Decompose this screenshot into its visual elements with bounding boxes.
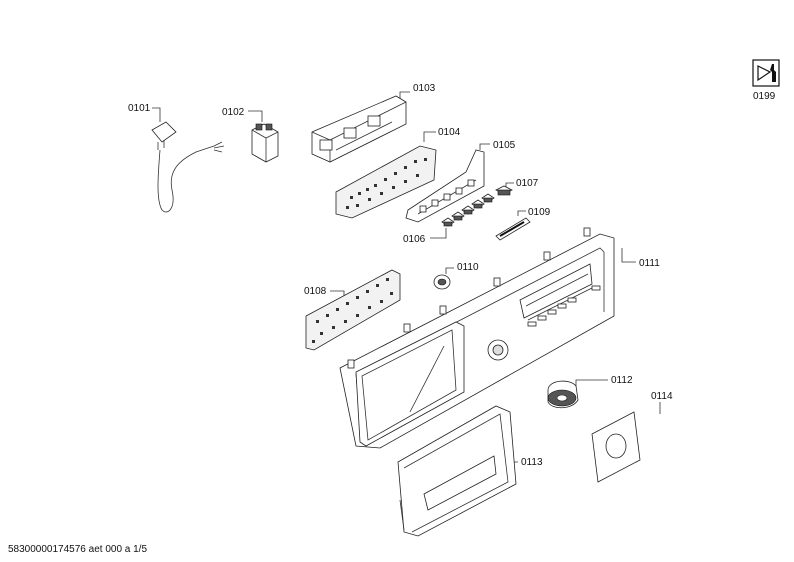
part-0103-module-housing — [311, 91, 410, 163]
label-0111: 0111 — [639, 258, 660, 269]
document-footer-id: 58300000174576 aet 000 a 1/5 — [8, 544, 148, 555]
label-0113: 0113 — [521, 457, 543, 468]
label-0112: 0112 — [611, 375, 633, 386]
part-0101-power-cord — [151, 107, 225, 213]
tool-service-icon — [752, 59, 780, 87]
label-0107: 0107 — [516, 178, 539, 189]
part-0106-push-buttons — [430, 193, 495, 239]
label-0108: 0108 — [304, 286, 327, 297]
label-0105: 0105 — [493, 140, 516, 151]
label-0102: 0102 — [222, 107, 245, 118]
part-0112-rotary-knob — [547, 379, 608, 409]
label-0101: 0101 — [128, 103, 151, 114]
label-0199: 0199 — [753, 91, 776, 102]
part-0109-display — [495, 210, 531, 241]
label-0114: 0114 — [651, 391, 673, 402]
label-0109: 0109 — [528, 207, 551, 218]
part-0113-drawer-handle — [397, 405, 518, 537]
label-0110: 0110 — [457, 262, 479, 273]
part-0108-pcb — [305, 269, 401, 351]
part-0114-cover-disc — [591, 402, 661, 483]
label-0103: 0103 — [413, 83, 436, 94]
label-0106: 0106 — [403, 234, 426, 245]
part-0111-control-panel — [339, 227, 636, 449]
part-0110-knob — [433, 267, 454, 290]
part-0104-pcb — [335, 131, 437, 219]
part-0105-button-carrier — [405, 143, 490, 223]
part-0107-button — [495, 182, 514, 196]
label-0104: 0104 — [438, 127, 461, 138]
part-0102-suppressor — [248, 110, 279, 163]
